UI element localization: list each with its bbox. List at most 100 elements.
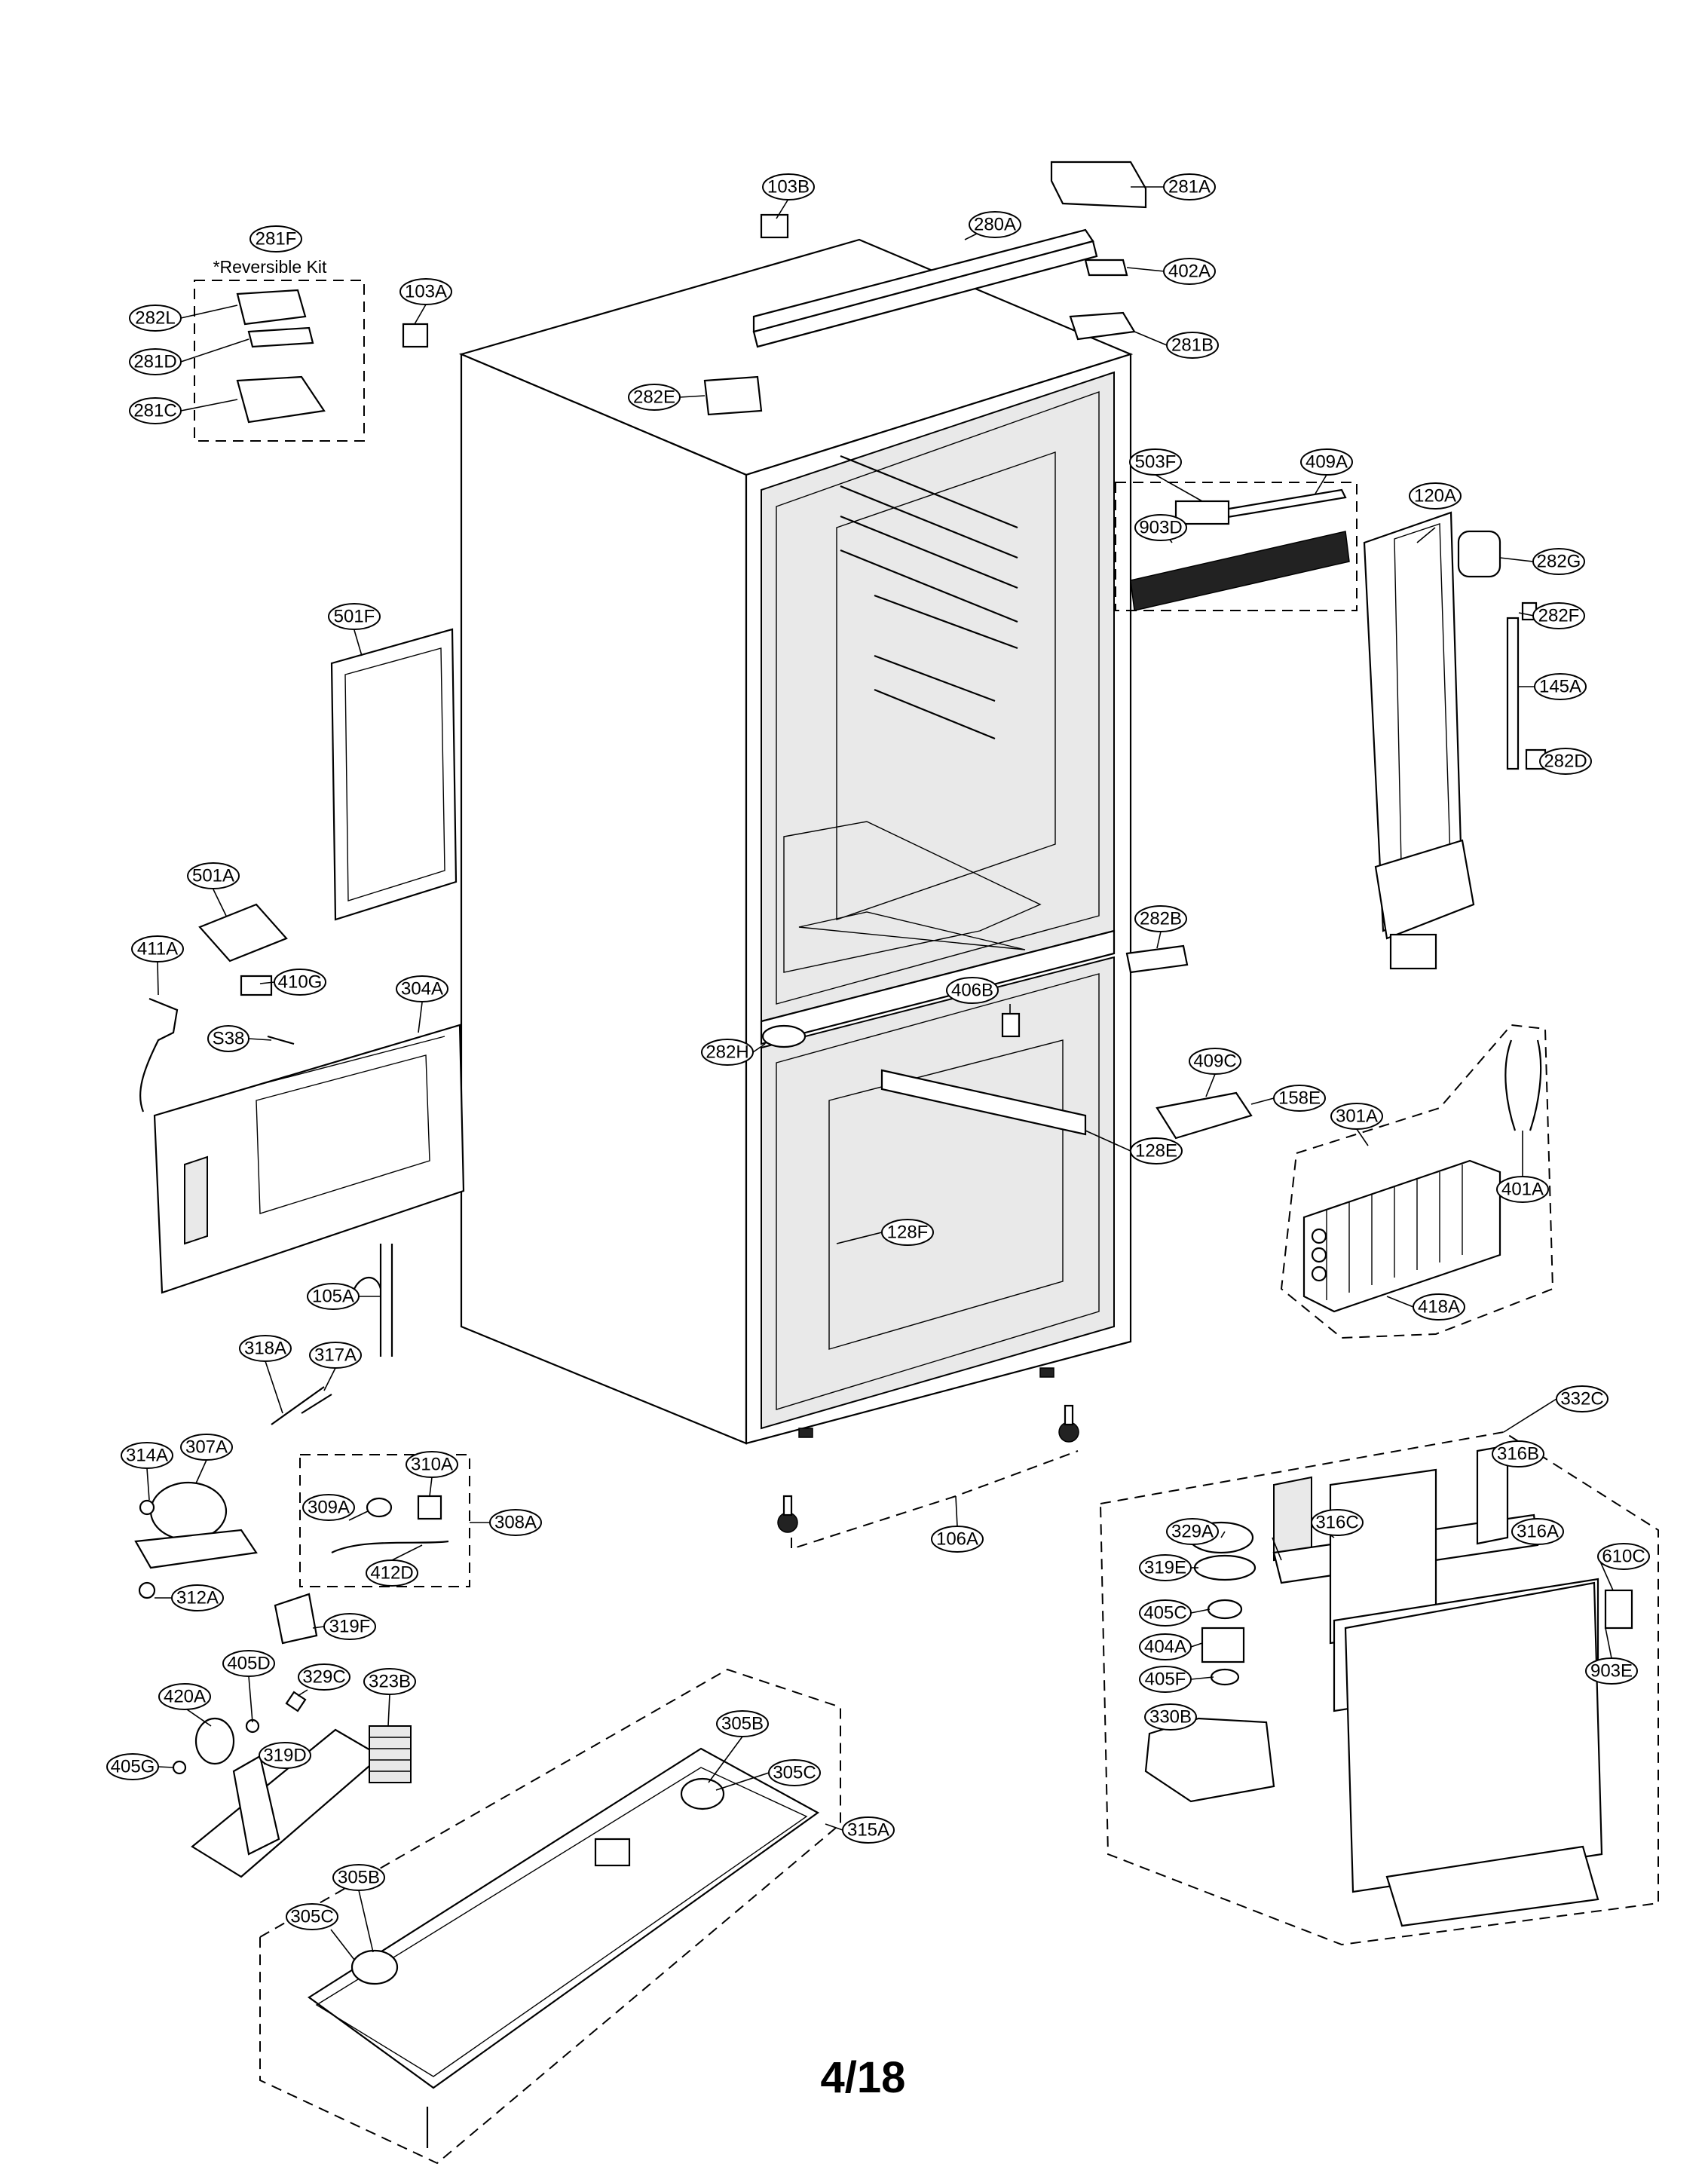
part-282h [761,1024,807,1048]
svg-text:330B: 330B [1149,1707,1192,1728]
svg-text:405G: 405G [111,1757,155,1777]
callout-281d: 281D [129,348,182,375]
svg-text:317A: 317A [314,1345,357,1366]
svg-text:405D: 405D [227,1654,270,1674]
callout-329a: 329A [1166,1518,1219,1545]
svg-text:305C: 305C [290,1907,333,1927]
callout-305c-bottom: 305C [286,1903,338,1930]
shelf-rails [840,454,1018,740]
svg-text:411A: 411A [137,939,178,959]
callout-316a: 316A [1511,1518,1564,1545]
svg-text:310A: 310A [411,1455,453,1475]
svg-text:409C: 409C [1193,1051,1236,1072]
callout-405f: 405F [1139,1666,1192,1693]
callout-903e: 903E [1585,1657,1638,1685]
callout-s38: S38 [207,1025,249,1052]
hinge-cover-103b [760,213,789,239]
svg-text:903E: 903E [1590,1661,1633,1682]
svg-text:282F: 282F [1538,606,1580,626]
svg-text:128F: 128F [887,1223,929,1243]
callout-282e: 282E [628,384,681,411]
svg-text:282D: 282D [1544,751,1587,772]
callout-317a: 317A [309,1342,362,1369]
svg-text:401A: 401A [1501,1180,1544,1200]
svg-text:314A: 314A [126,1446,168,1466]
callout-418a: 418A [1413,1293,1465,1321]
svg-text:503F: 503F [1135,452,1177,473]
callout-406b: 406B [946,977,999,1004]
svg-text:402A: 402A [1168,262,1211,282]
svg-text:409A: 409A [1305,452,1348,473]
callout-903d: 903D [1134,514,1187,541]
callout-318a: 318A [239,1335,292,1362]
top-hinge-assembly [402,161,1147,416]
svg-text:145A: 145A [1539,677,1581,697]
callout-309a: 309A [302,1494,355,1521]
condenser-323b [369,1725,412,1783]
svg-text:610C: 610C [1602,1547,1645,1567]
callout-158e: 158E [1273,1085,1326,1112]
svg-text:410G: 410G [278,972,323,993]
callout-420a: 420A [158,1683,211,1710]
callout-411a: 411A [131,935,184,963]
callout-103a: 103A [399,278,452,305]
svg-text:318A: 318A [244,1339,286,1359]
svg-text:280A: 280A [974,215,1016,235]
relay-kit-308a [299,1454,470,1587]
callout-501a: 501A [187,862,240,889]
hinge-cover-282e [703,375,763,416]
svg-text:282L: 282L [135,308,175,329]
svg-text:128E: 128E [1135,1141,1177,1161]
svg-text:S38: S38 [213,1029,245,1049]
part-406b [1001,1012,1021,1038]
part-319f [274,1593,318,1645]
svg-text:281A: 281A [1168,177,1211,197]
callout-501f: 501F [328,603,381,630]
svg-text:316C: 316C [1315,1513,1358,1533]
callout-145a: 145A [1534,673,1587,700]
reversible-kit-note: *Reversible Kit [213,257,327,277]
svg-text:120A: 120A [1414,486,1456,507]
drain-tube-105a [354,1244,393,1357]
callout-308a: 308A [489,1509,542,1536]
compressor-307a [134,1481,258,1599]
callout-401a: 401A [1496,1176,1549,1203]
callout-316b: 316B [1492,1440,1544,1467]
gasket-282g [1457,530,1501,578]
callout-305b-top: 305B [716,1710,769,1737]
callout-319e: 319E [1139,1554,1192,1581]
svg-text:420A: 420A [164,1687,206,1707]
callout-304a: 304A [396,975,448,1002]
callout-405g: 405G [106,1753,159,1780]
svg-text:329A: 329A [1171,1522,1214,1542]
callout-329c: 329C [298,1663,350,1691]
svg-text:103B: 103B [767,177,810,197]
callout-105a: 105A [307,1283,360,1310]
callout-409a: 409A [1300,448,1353,476]
callout-405c: 405C [1139,1599,1192,1627]
callout-305b-bottom: 305B [332,1864,385,1891]
svg-text:316B: 316B [1497,1444,1539,1464]
svg-text:405F: 405F [1145,1669,1186,1690]
callout-282f: 282F [1532,602,1585,629]
callout-106a: 106A [931,1526,984,1553]
svg-text:405C: 405C [1143,1603,1186,1624]
svg-text:501A: 501A [192,866,234,886]
svg-text:305B: 305B [338,1868,380,1888]
callout-282l: 282L [129,305,182,332]
hinge-281b [1069,311,1136,341]
part-318a [271,1386,325,1425]
part-410g [240,975,273,996]
callout-312a: 312A [171,1584,224,1611]
svg-text:282E: 282E [633,387,675,408]
svg-text:323B: 323B [369,1672,411,1692]
power-cord-411a [139,997,179,1112]
callout-323b: 323B [363,1668,416,1695]
panel-501f [330,628,458,921]
callout-402a: 402A [1163,258,1216,285]
svg-text:406B: 406B [951,981,993,1001]
svg-text:282H: 282H [706,1042,748,1063]
svg-text:308A: 308A [494,1513,537,1533]
callout-310a: 310A [406,1451,458,1478]
callout-405d: 405D [222,1650,275,1677]
